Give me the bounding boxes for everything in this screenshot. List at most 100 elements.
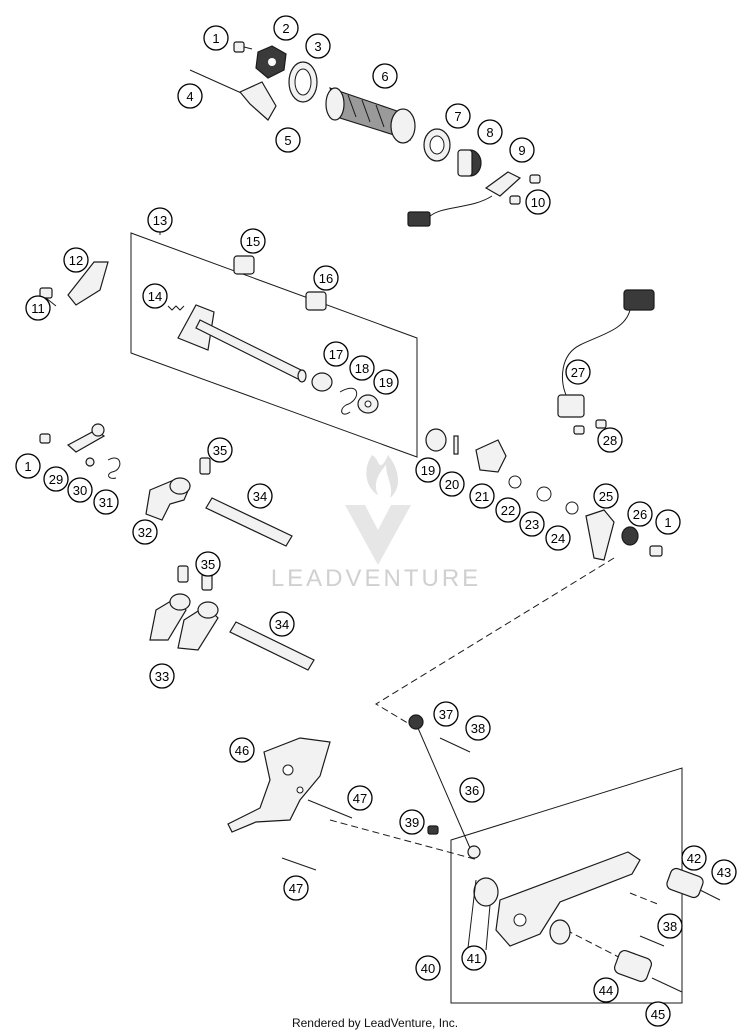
washer-23 <box>536 486 552 502</box>
callout-21: 21 <box>469 483 495 509</box>
callout-number: 3 <box>314 39 321 54</box>
bushing-18a <box>233 255 255 275</box>
callout-1: 1 <box>655 509 681 535</box>
spring-31 <box>107 457 121 479</box>
callout-25: 25 <box>593 483 619 509</box>
nut-39 <box>427 825 439 835</box>
spring-16 <box>339 387 357 415</box>
callout-number: 36 <box>465 783 479 798</box>
callout-1: 1 <box>15 453 41 479</box>
cable-27 <box>557 289 655 418</box>
callout-19: 19 <box>415 457 441 483</box>
callout-4: 4 <box>177 83 203 109</box>
callout-number: 42 <box>687 851 701 866</box>
callout-number: 1 <box>664 515 671 530</box>
callout-number: 16 <box>319 271 333 286</box>
callout-number: 27 <box>571 365 585 380</box>
callout-number: 6 <box>381 69 388 84</box>
callout-number: 28 <box>603 433 617 448</box>
callout-number: 23 <box>525 517 539 532</box>
callout-20: 20 <box>439 471 465 497</box>
callout-35: 35 <box>207 437 233 463</box>
spring-14 <box>167 305 185 311</box>
bolt-11 <box>39 287 57 307</box>
callout-number: 2 <box>282 21 289 36</box>
callout-number: 38 <box>471 721 485 736</box>
callout-labels: 1234567891011121314151617181912930313235… <box>15 15 737 1027</box>
star-cam-2 <box>255 45 287 79</box>
callout-12: 12 <box>63 247 89 273</box>
callout-34: 34 <box>247 483 273 509</box>
callout-18: 18 <box>349 355 375 381</box>
callout-40: 40 <box>415 955 441 981</box>
callout-30: 30 <box>67 477 93 503</box>
bolt-38-upper <box>439 737 471 753</box>
callout-number: 44 <box>599 983 613 998</box>
rod-end-37 <box>408 714 424 730</box>
linkage-dashed-line <box>375 557 615 729</box>
callout-31: 31 <box>93 489 119 515</box>
fork-shaft-34-lower <box>229 621 315 671</box>
callout-number: 32 <box>138 525 152 540</box>
lever-29 <box>66 423 106 453</box>
callout-number: 33 <box>155 669 169 684</box>
bushing-15 <box>311 372 333 392</box>
shift-forks-33 <box>149 593 219 651</box>
callout-number: 26 <box>633 507 647 522</box>
callout-number: 31 <box>99 495 113 510</box>
shift-shaft-group-box <box>130 232 418 458</box>
bolt-43 <box>699 889 721 901</box>
callout-7: 7 <box>445 103 471 129</box>
shift-drum-6 <box>325 87 416 144</box>
callout-number: 19 <box>421 463 435 478</box>
callout-44: 44 <box>593 977 619 1003</box>
callout-number: 5 <box>284 133 291 148</box>
callout-1: 1 <box>203 25 229 51</box>
callout-number: 37 <box>439 707 453 722</box>
arm-25 <box>585 509 615 561</box>
nut-1-right <box>649 545 663 557</box>
callout-29: 29 <box>43 466 69 492</box>
callout-number: 21 <box>475 489 489 504</box>
sensor-cable-9 <box>407 171 522 227</box>
circlip-24 <box>565 501 579 515</box>
callout-number: 30 <box>73 483 87 498</box>
callout-38: 38 <box>465 715 491 741</box>
fork-shaft-34-upper <box>205 497 293 547</box>
callout-number: 38 <box>663 919 677 934</box>
callout-26: 26 <box>627 501 653 527</box>
callout-23: 23 <box>519 511 545 537</box>
callout-number: 47 <box>289 881 303 896</box>
callout-45: 45 <box>645 1001 671 1027</box>
callout-number: 24 <box>551 531 565 546</box>
callout-number: 12 <box>69 253 83 268</box>
screw-1-top <box>233 41 253 53</box>
peg-42 <box>666 867 704 899</box>
washer-17 <box>357 394 379 414</box>
pin-20 <box>453 435 459 455</box>
shift-rod-36 <box>417 727 481 859</box>
callout-32: 32 <box>132 519 158 545</box>
screws-28 <box>573 419 607 435</box>
callout-number: 45 <box>651 1007 665 1022</box>
gear-sensor-8 <box>457 149 482 177</box>
screw-4-and-plate-5 <box>189 69 277 121</box>
callout-13: 13 <box>147 207 173 233</box>
callout-24: 24 <box>545 525 571 551</box>
callout-36: 36 <box>459 777 485 803</box>
callout-number: 7 <box>454 109 461 124</box>
callout-number: 19 <box>379 375 393 390</box>
screws-10 <box>509 174 541 205</box>
callout-28: 28 <box>597 427 623 453</box>
callout-27: 27 <box>565 359 591 385</box>
render-credit: Rendered by LeadVenture, Inc. <box>291 1016 459 1030</box>
callout-number: 35 <box>213 443 227 458</box>
shift-lever-group-box <box>450 767 683 1004</box>
bearing-7 <box>423 128 451 162</box>
callout-number: 18 <box>355 361 369 376</box>
callout-number: 11 <box>31 301 45 316</box>
bearing-26 <box>621 526 639 546</box>
bracket-12 <box>67 261 109 306</box>
callout-number: 34 <box>275 617 289 632</box>
